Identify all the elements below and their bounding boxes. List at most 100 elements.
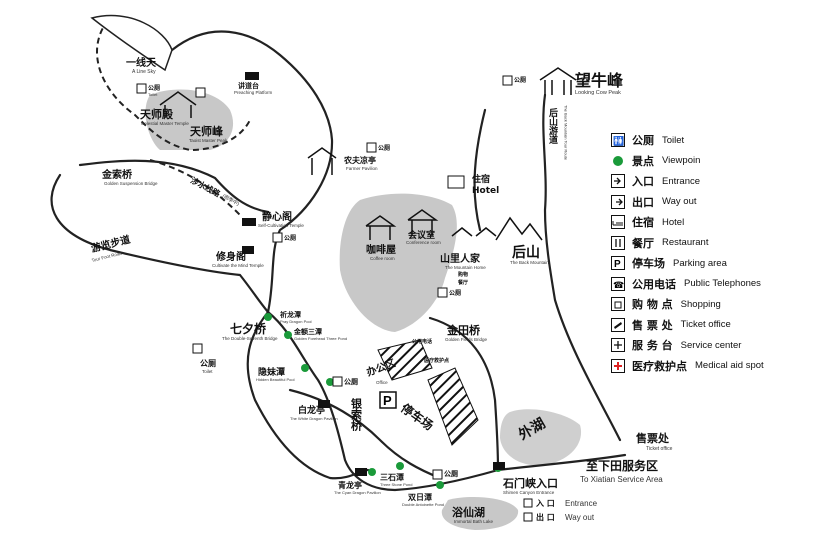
legend-label-zh: 餐厅	[632, 236, 654, 250]
svg-text:Cultivate the Mind Temple: Cultivate the Mind Temple	[212, 263, 264, 268]
exit-icon	[523, 512, 533, 522]
svg-text:涉水线路: 涉水线路	[189, 175, 223, 199]
label-shoupiaochu: 售票处	[635, 431, 670, 445]
svg-text:Preaching Platform: Preaching Platform	[234, 90, 273, 95]
label-jinsuoqiao: 金索桥	[101, 168, 133, 181]
svg-text:后山游道: 后山游道	[547, 107, 558, 145]
hotel-bed-icon	[447, 175, 465, 189]
label-yuxianhu: 浴仙湖	[452, 505, 485, 519]
svg-text:Golden Suspension Bridge: Golden Suspension Bridge	[104, 181, 158, 186]
viewpoint-dot[interactable]	[326, 378, 334, 386]
legend-label-en: Public Telephones	[684, 278, 761, 290]
svg-text:青龙亭: 青龙亭	[338, 480, 362, 490]
viewpoint-dot[interactable]	[301, 364, 309, 372]
svg-text:Golden Fields Bridge: Golden Fields Bridge	[445, 337, 488, 342]
ticket-icon	[610, 317, 626, 333]
qinglong-pavilion-block	[355, 468, 367, 476]
label-zhixiatian: 至下田服务区	[586, 458, 658, 473]
svg-text:The Mountain Home: The Mountain Home	[445, 265, 486, 270]
svg-text:医疗救护点: 医疗救护点	[424, 357, 449, 364]
svg-text:游览步道: 游览步道	[90, 233, 132, 255]
svg-text:Looking Cow Peak: Looking Cow Peak	[575, 90, 621, 96]
svg-text:Farmer Pavilion: Farmer Pavilion	[346, 166, 378, 171]
svg-text:公厕: 公厕	[200, 359, 216, 368]
exit-icon	[610, 194, 626, 210]
svg-text:农夫凉亭: 农夫凉亭	[343, 155, 376, 165]
parking-hatch	[427, 367, 479, 446]
svg-text:公厕: 公厕	[378, 144, 390, 152]
west-loop-route	[50, 159, 270, 314]
svg-text:公用电话: 公用电话	[412, 338, 432, 345]
svg-text:隐妹潭: 隐妹潭	[258, 366, 285, 378]
back-mountain-branch	[473, 108, 487, 232]
svg-text:公厕: 公厕	[444, 469, 458, 478]
coffee-area	[339, 193, 457, 332]
legend-label-en: Restaurant	[662, 237, 709, 249]
viewpoint-dot[interactable]	[264, 313, 272, 321]
legend-label-en: Entrance	[662, 175, 701, 187]
label-tingchechang: 停车场	[398, 400, 436, 433]
svg-text:Taoist Master Peak: Taoist Master Peak	[189, 138, 228, 143]
svg-text:白龙亭: 白龙亭	[298, 404, 325, 416]
legend-label-en: Shopping	[680, 298, 721, 310]
viewpoint-dot[interactable]	[396, 462, 404, 470]
viewpoint-dot[interactable]	[284, 331, 292, 339]
hotel-bed-icon	[610, 214, 626, 230]
svg-text:会议室: 会议室	[408, 229, 435, 241]
left-lower-route	[246, 310, 370, 480]
toilet-icon: 🚻	[610, 132, 626, 148]
label-tianshifeng: 天师峰	[190, 124, 224, 138]
svg-text:Immortal Bath Lake: Immortal Bath Lake	[454, 519, 494, 524]
legend-item: 餐厅 Restaurant	[610, 233, 832, 254]
svg-text:Hidden Beautiful Pool: Hidden Beautiful Pool	[256, 377, 295, 382]
svg-text:The White Dragon Pavilion: The White Dragon Pavilion	[290, 416, 338, 421]
medical-cross-icon	[610, 358, 626, 374]
svg-text:The Back Mountain: The Back Mountain	[510, 260, 549, 265]
svg-text:Hotel: Hotel	[472, 186, 499, 196]
svg-text:Golden Forehead Three Pond: Golden Forehead Three Pond	[294, 336, 347, 341]
svg-text:Celestial Master Temple: Celestial Master Temple	[141, 121, 189, 126]
jingxin-temple-block	[242, 218, 256, 226]
upper-boundary	[90, 14, 173, 72]
svg-text:Way out: Way out	[565, 513, 595, 522]
service-center-icon	[610, 337, 626, 353]
svg-text:The Back Mountain Tour Route: The Back Mountain Tour Route	[564, 105, 569, 161]
legend-label-en: Medical aid spot	[695, 360, 764, 372]
legend-label-en: Ticket office	[680, 319, 731, 331]
entrance-block	[493, 462, 505, 470]
legend-label-en: Viewpoin	[662, 155, 701, 167]
svg-text:Self-Cultivation Temple: Self-Cultivation Temple	[258, 223, 304, 228]
viewpoint-dot-icon	[610, 153, 626, 169]
viewpoint-dot[interactable]	[368, 468, 376, 476]
label-kafeiwu: 咖啡屋	[366, 243, 396, 256]
svg-text:Shimen Canyon Entrance: Shimen Canyon Entrance	[503, 490, 555, 495]
legend-label-zh: 出口	[632, 195, 654, 209]
svg-text:公厕: 公厕	[284, 234, 296, 242]
svg-text:讲道台: 讲道台	[238, 81, 259, 90]
preaching-platform-block	[245, 72, 259, 80]
wading-route-dashed	[149, 159, 241, 216]
svg-text:A Line Sky: A Line Sky	[132, 69, 156, 75]
svg-text:Toilet: Toilet	[202, 369, 213, 374]
svg-text:入 口: 入 口	[535, 499, 555, 508]
waihu-lake	[500, 409, 582, 466]
svg-text:公厕: 公厕	[449, 289, 461, 297]
service-area-road	[496, 453, 627, 472]
viewpoint-dot[interactable]	[436, 481, 444, 489]
svg-text:住宿: 住宿	[472, 173, 490, 185]
svg-text:餐厅: 餐厅	[457, 279, 468, 286]
main-valley-route	[266, 310, 500, 492]
label-houshan: 后山	[512, 244, 540, 261]
back-mountain-road	[542, 93, 622, 442]
legend-label-zh: 服 务 台	[632, 339, 673, 353]
svg-text:Pray Dragon Pool: Pray Dragon Pool	[280, 319, 312, 324]
